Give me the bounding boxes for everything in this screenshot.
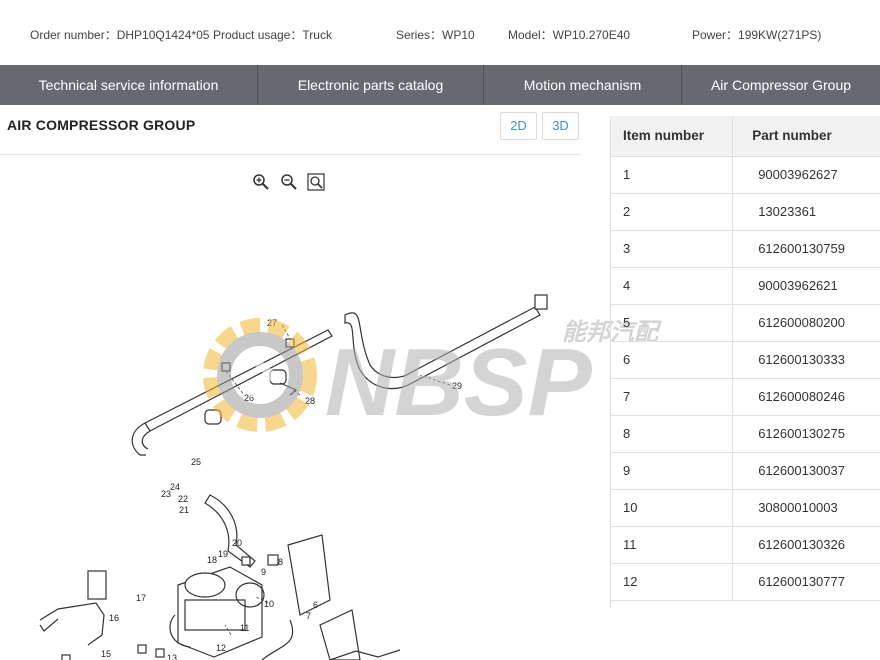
item-number: 12	[611, 563, 734, 601]
part-number[interactable]: 612600130037	[732, 452, 880, 490]
part-number[interactable]: 612600080200	[732, 304, 880, 342]
part-number[interactable]: 612600130326	[732, 526, 880, 564]
header-item-number: Item number	[611, 116, 734, 157]
item-number: 7	[611, 378, 734, 416]
table-row[interactable]: 11612600130326c	[611, 526, 880, 564]
divider	[0, 154, 580, 155]
diagram-panel: AIR COMPRESSOR GROUP 2D 3D	[0, 105, 590, 660]
item-number: 9	[611, 452, 734, 490]
page-title: AIR COMPRESSOR GROUP	[7, 117, 196, 133]
table-row[interactable]: 490003962621c	[611, 267, 880, 305]
product-usage: Product usage：Truck	[213, 28, 332, 42]
zoom-in-icon[interactable]	[252, 173, 270, 191]
view-3d-button[interactable]: 3D	[542, 112, 579, 140]
part-number[interactable]: 612600130759	[732, 230, 880, 268]
table-row[interactable]: 7612600080246c	[611, 378, 880, 416]
part-number[interactable]: 90003962627	[732, 156, 880, 194]
parts-table-container: Item number Part number 190003962627c 21…	[610, 116, 880, 608]
tab-technical-service-information[interactable]: Technical service information	[0, 65, 258, 105]
callout-28: 28	[305, 396, 315, 406]
model: Model：WP10.270E40	[508, 28, 631, 42]
callout-26: 26	[244, 393, 254, 403]
table-row[interactable]: 190003962627c	[611, 156, 880, 194]
main-nav: Technical service information Electronic…	[0, 65, 880, 105]
tab-electronic-parts-catalog[interactable]: Electronic parts catalog	[258, 65, 484, 105]
item-number: 10	[611, 489, 734, 527]
callout-11: 11	[240, 623, 249, 633]
item-number: 4	[611, 267, 734, 305]
callout-13: 13	[167, 653, 177, 660]
item-number: 5	[611, 304, 734, 342]
table-row[interactable]: 3612600130759c	[611, 230, 880, 268]
order-info-bar: Order number：DHP10Q1424*05 Product usage…	[0, 0, 880, 65]
table-row[interactable]: 6612600130333c	[611, 341, 880, 379]
callout-17: 17	[136, 593, 146, 603]
exploded-parts-diagram: 1 2 3 4 5 6 7 8 9 10 11 12 13 14 15 16 1…	[39, 294, 548, 660]
callout-9: 9	[261, 567, 266, 577]
item-number: 1	[611, 156, 734, 194]
header-part-number: Part number	[732, 116, 880, 157]
view-2d-button[interactable]: 2D	[500, 112, 537, 140]
callout-27: 27	[267, 318, 277, 328]
callout-6: 6	[313, 600, 318, 610]
callout-18: 18	[207, 555, 217, 565]
callout-20: 20	[232, 538, 242, 548]
callout-21: 21	[179, 505, 189, 515]
table-row[interactable]: 12612600130777c	[611, 563, 880, 601]
item-number: 11	[611, 526, 734, 564]
parts-table: Item number Part number 190003962627c 21…	[611, 116, 880, 601]
callout-23: 23	[161, 489, 171, 499]
callout-12: 12	[216, 643, 226, 653]
part-number[interactable]: 90003962621	[732, 267, 880, 305]
tab-air-compressor-group[interactable]: Air Compressor Group	[710, 77, 852, 93]
fit-view-icon[interactable]	[307, 173, 325, 191]
table-row[interactable]: 213023361c	[611, 193, 880, 231]
item-number: 3	[611, 230, 734, 268]
part-number[interactable]: 612600130777	[732, 563, 880, 601]
part-number[interactable]: 612600130333	[732, 341, 880, 379]
callout-labels: 1 2 3 4 5 6 7 8 9 10 11 12 13 14 15 16 1…	[101, 318, 462, 660]
table-header-row: Item number Part number	[611, 116, 880, 157]
callout-7: 7	[306, 611, 311, 621]
part-number[interactable]: 30800010003	[732, 489, 880, 527]
zoom-out-icon[interactable]	[280, 173, 298, 191]
callout-22: 22	[178, 494, 188, 504]
power: Power：199KW(271PS)	[692, 28, 822, 42]
tab-motion-mechanism[interactable]: Motion mechanism	[484, 65, 682, 105]
callout-10: 10	[264, 599, 274, 609]
table-row[interactable]: 9612600130037c	[611, 452, 880, 490]
callout-24: 24	[170, 482, 180, 492]
callout-29: 29	[452, 381, 462, 391]
callout-25: 25	[191, 457, 201, 467]
item-number: 6	[611, 341, 734, 379]
table-row[interactable]: 1030800010003c	[611, 489, 880, 527]
part-number[interactable]: 612600130275	[732, 415, 880, 453]
part-number[interactable]: 13023361	[732, 193, 880, 231]
series: Series：WP10	[396, 28, 475, 42]
callout-16: 16	[109, 613, 119, 623]
item-number: 8	[611, 415, 734, 453]
table-row[interactable]: 8612600130275c	[611, 415, 880, 453]
table-row[interactable]: 5612600080200c	[611, 304, 880, 342]
part-number[interactable]: 612600080246	[732, 378, 880, 416]
callout-19: 19	[218, 549, 228, 559]
order-number: Order number：DHP10Q1424*05	[30, 28, 210, 42]
callout-8: 8	[278, 557, 283, 567]
parts-drawing	[39, 294, 548, 660]
item-number: 2	[611, 193, 734, 231]
callout-15: 15	[101, 649, 111, 659]
